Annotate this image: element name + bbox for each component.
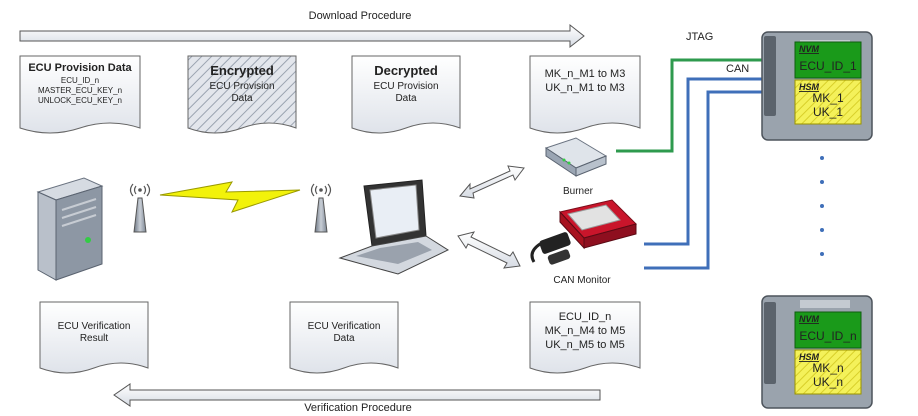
doc-messages-top-line-2: UK_n_M1 to M3 (545, 82, 624, 94)
doc-messages-top-line-1: MK_n_M1 to M3 (545, 68, 626, 80)
ecu-1-uk: UK_1 (813, 105, 843, 119)
ecu-1-mk: MK_1 (812, 91, 844, 105)
ecu-1-hsm-label: HSM (799, 82, 820, 92)
doc-provision-line-1: ECU_ID_n (61, 76, 99, 85)
doc-ecu-provision-data: ECU Provision Data ECU_ID_n MASTER_ECU_K… (19, 55, 141, 134)
jtag-connection-line (616, 58, 780, 153)
ecu-n-mk: MK_n (812, 361, 843, 375)
doc-messages-top: MK_n_M1 to M3 UK_n_M1 to M3 (529, 55, 641, 134)
doc-provision-line-3: UNLOCK_ECU_KEY_n (38, 96, 122, 105)
ecu-1-nvm-label: NVM (799, 44, 820, 54)
server-icon (36, 177, 104, 281)
download-procedure-label: Download Procedure (309, 10, 412, 22)
can-label: CAN (726, 63, 749, 75)
ecu-n-nvm-box (794, 311, 862, 349)
doc-ecu-verification-result: ECU Verification Result (39, 301, 149, 374)
can-connection-line-2 (644, 90, 780, 270)
can-connection-line-3 (644, 96, 710, 270)
doc-provision-line-2: MASTER_ECU_KEY_n (38, 86, 122, 95)
doc-messages-bottom-line-1: ECU_ID_n (559, 311, 612, 323)
wireless-lightning-icon (159, 181, 301, 213)
antenna-left-icon (129, 183, 151, 233)
doc-encrypted-provision-data: Encrypted ECU Provision Data (187, 55, 297, 134)
can-monitor-label: CAN Monitor (553, 275, 611, 286)
doc-verification-data-line-1: ECU Verification (308, 321, 381, 332)
doc-encrypted-line-1: ECU Provision (209, 81, 274, 92)
ecu-n-id: ECU_ID_n (799, 329, 856, 343)
ecu-1-id: ECU_ID_1 (799, 59, 857, 73)
ecu-1-nvm-box (794, 41, 862, 79)
can-monitor-icon (530, 199, 637, 265)
ecu-n-hsm-label: HSM (799, 352, 820, 362)
ecu-n: NVM ECU_ID_n HSM MK_n UK_n (761, 295, 873, 409)
doc-decrypted-line-1: ECU Provision (373, 81, 438, 92)
doc-verification-data-line-2: Data (333, 333, 355, 344)
arrow-laptop-burner (459, 165, 525, 199)
verification-procedure-label: Verification Procedure (304, 402, 412, 414)
ecu-n-uk: UK_n (813, 375, 843, 389)
doc-ecu-verification-data: ECU Verification Data (289, 301, 399, 374)
verification-procedure-arrow (113, 383, 601, 407)
download-procedure-arrow (19, 23, 585, 49)
can-connection-line-1 (644, 77, 780, 246)
doc-encrypted-title: Encrypted (210, 63, 274, 78)
ecu-1-hsm-box (794, 79, 862, 125)
doc-messages-bottom-line-3: UK_n_M5 to M5 (545, 339, 624, 351)
doc-provision-title: ECU Provision Data (28, 62, 132, 74)
doc-encrypted-line-2: Data (231, 93, 253, 104)
antenna-right-icon (310, 183, 332, 233)
doc-verification-result-line-1: ECU Verification (58, 321, 131, 332)
doc-decrypted-provision-data: Decrypted ECU Provision Data (351, 55, 461, 134)
ecu-n-nvm-label: NVM (799, 314, 820, 324)
burner-icon (544, 137, 608, 177)
arrow-laptop-can-monitor (457, 231, 521, 269)
doc-messages-bottom-line-2: MK_n_M4 to M5 (545, 325, 626, 337)
ecu-1: NVM ECU_ID_1 HSM MK_1 UK_1 (761, 31, 873, 141)
burner-label: Burner (563, 186, 594, 197)
jtag-label: JTAG (686, 31, 713, 43)
doc-verification-result-line-2: Result (80, 333, 109, 344)
laptop-icon (338, 179, 450, 275)
ecu-n-hsm-box (794, 349, 862, 395)
doc-decrypted-title: Decrypted (374, 63, 438, 78)
ecu-ellipsis-dots (820, 156, 824, 256)
doc-messages-bottom: ECU_ID_n MK_n_M4 to M5 UK_n_M5 to M5 (529, 301, 641, 374)
doc-decrypted-line-2: Data (395, 93, 417, 104)
